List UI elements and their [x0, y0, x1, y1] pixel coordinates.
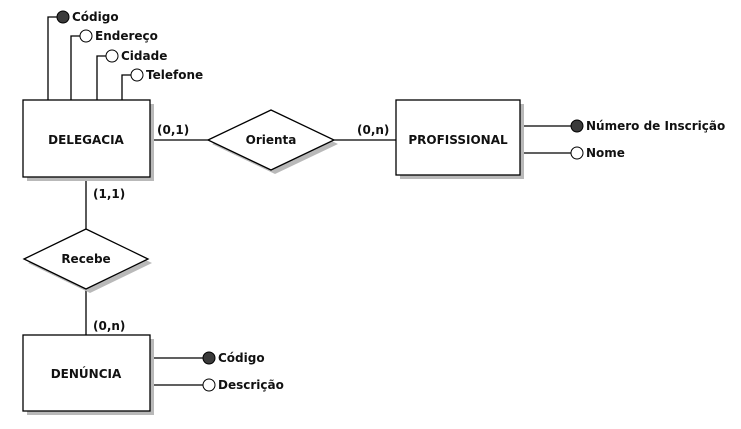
attribute-marker	[202, 378, 216, 392]
attribute-label: Endereço	[95, 29, 158, 43]
entity-profissional-label: PROFISSIONAL	[408, 133, 508, 147]
relationship-orienta: Orienta	[206, 109, 338, 174]
line-attr-delegacia-codigo	[47, 16, 57, 101]
attribute-label: Telefone	[146, 68, 203, 82]
attribute-denuncia-descricao: Descrição	[202, 378, 284, 392]
cardinality-profissional-orienta: (0,n)	[357, 123, 389, 137]
attribute-denuncia-codigo: Código	[202, 351, 265, 365]
attribute-profissional-numero: Número de Inscrição	[570, 119, 725, 133]
entity-profissional: PROFISSIONAL	[395, 99, 524, 179]
line-attr-delegacia-endereco	[70, 35, 80, 101]
entity-delegacia-label: DELEGACIA	[48, 133, 124, 147]
attribute-profissional-nome: Nome	[570, 146, 625, 160]
attribute-marker	[79, 29, 93, 43]
attribute-label: Código	[72, 10, 119, 24]
relationship-recebe: Recebe	[22, 228, 152, 293]
attribute-label: Código	[218, 351, 265, 365]
line-attr-delegacia-cidade	[96, 55, 106, 101]
attribute-marker	[105, 49, 119, 63]
attribute-marker	[570, 146, 584, 160]
cardinality-denuncia-recebe: (0,n)	[93, 319, 125, 333]
line-attr-delegacia-telefone	[121, 74, 131, 101]
attribute-delegacia-codigo: Código	[56, 10, 119, 24]
key-attribute-marker	[570, 119, 584, 133]
attribute-marker	[130, 68, 144, 82]
relationship-recebe-label: Recebe	[61, 252, 110, 266]
attribute-label: Cidade	[121, 49, 167, 63]
key-attribute-marker	[56, 10, 70, 24]
entity-denuncia: DENÚNCIA	[22, 334, 154, 415]
attribute-delegacia-endereco: Endereço	[79, 29, 158, 43]
entity-denuncia-label: DENÚNCIA	[51, 366, 122, 381]
entity-delegacia: DELEGACIA	[22, 99, 154, 181]
cardinality-delegacia-orienta: (0,1)	[157, 123, 189, 137]
attribute-delegacia-cidade: Cidade	[105, 49, 167, 63]
attribute-label: Número de Inscrição	[586, 119, 725, 133]
attribute-label: Nome	[586, 146, 625, 160]
key-attribute-marker	[202, 351, 216, 365]
relationship-orienta-label: Orienta	[246, 133, 297, 147]
attribute-delegacia-telefone: Telefone	[130, 68, 203, 82]
cardinality-delegacia-recebe: (1,1)	[93, 187, 125, 201]
attribute-label: Descrição	[218, 378, 284, 392]
